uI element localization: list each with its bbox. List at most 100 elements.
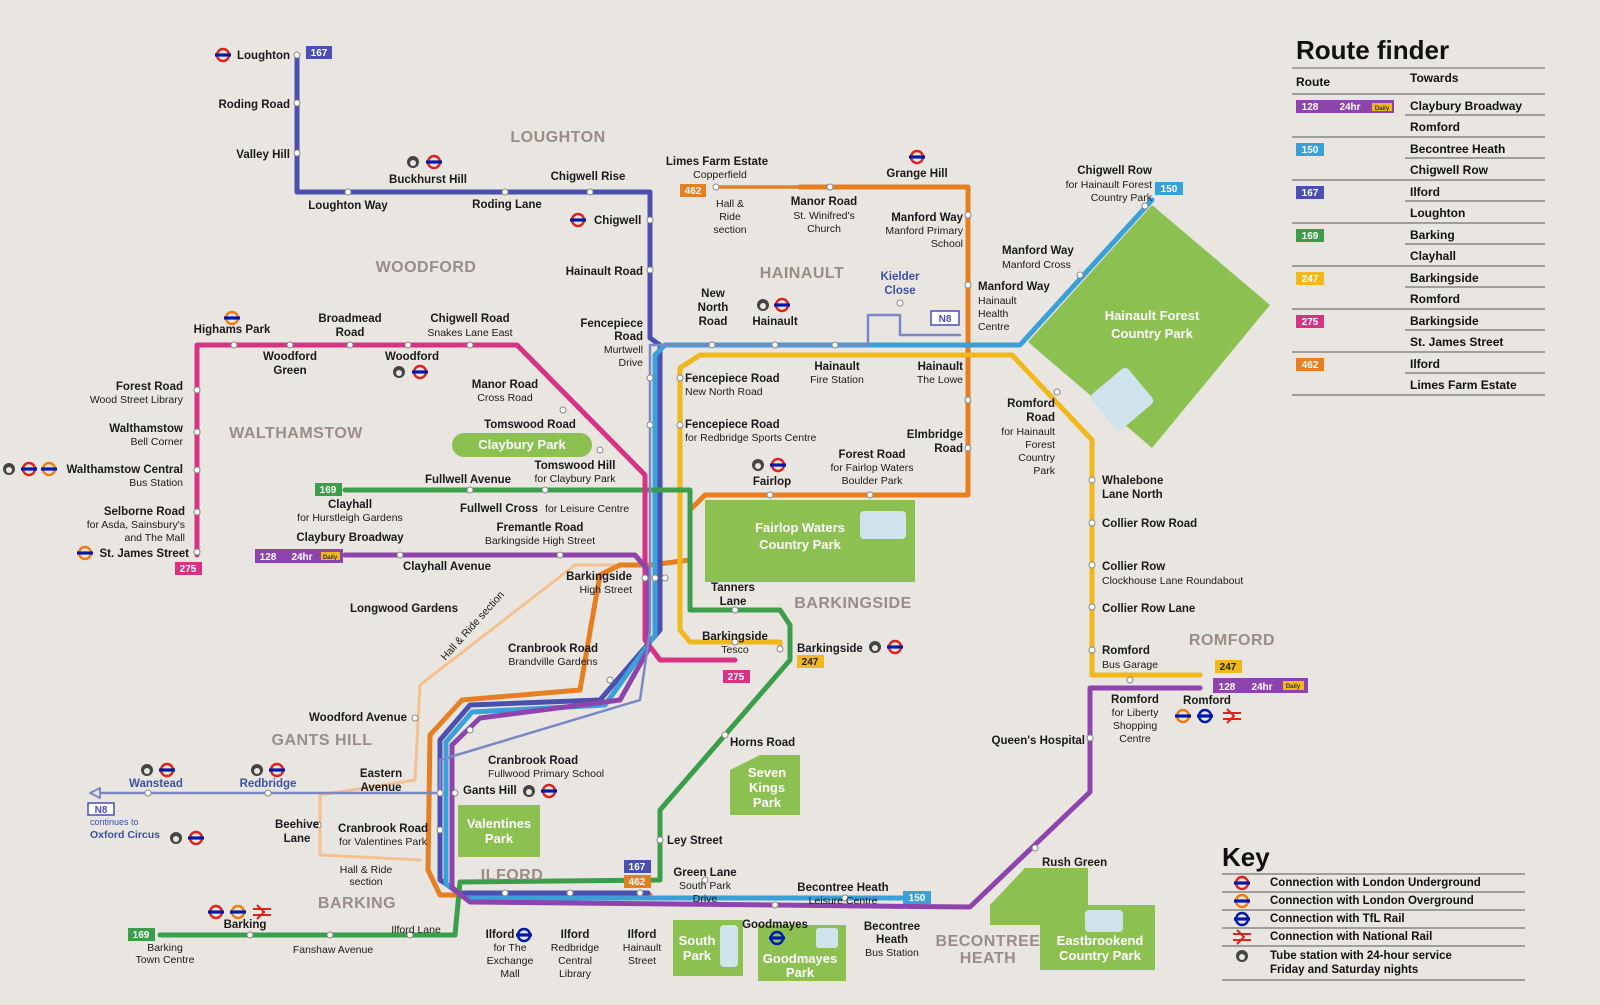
route-24hr: 24hr [1339, 102, 1360, 113]
stop-gants-hill: Gants Hill [463, 785, 517, 797]
route-col-header: Route [1296, 75, 1330, 89]
underground-roundel-icon [412, 364, 428, 380]
stop-clayhall-avenue: Clayhall Avenue [403, 561, 491, 573]
key-rows: Connection with London UndergroundConnec… [1222, 873, 1525, 981]
towards-col-header: Towards [1410, 71, 1459, 85]
stop-redbridge: Redbridge [240, 778, 297, 790]
area-gants-hill: GANTS HILL [272, 732, 373, 749]
svg-text:128: 128 [1219, 682, 1236, 693]
stop-chigwell: Chigwell [594, 215, 641, 227]
area-loughton: LOUGHTON [510, 129, 605, 146]
tube-24hr-icon [393, 366, 405, 378]
svg-text:167: 167 [629, 862, 646, 873]
stop-grange-hill: Grange Hill [886, 168, 947, 180]
stop-fullwell-avenue: Fullwell Avenue [425, 474, 511, 486]
key-label: Connection with London Underground [1270, 877, 1481, 889]
area-barking: BARKING [318, 895, 396, 912]
park-lake [720, 925, 738, 967]
svg-text:169: 169 [320, 485, 337, 496]
tube-24hr-icon [757, 299, 769, 311]
stop-longwood-gardens: Longwood Gardens [350, 603, 458, 615]
underground-roundel-icon [21, 461, 37, 477]
stop-markers [144, 51, 1149, 939]
stop-wanstead: Wanstead [129, 778, 183, 790]
park-lake [860, 511, 906, 539]
svg-text:247: 247 [802, 657, 819, 668]
towards-destination: Ilford [1410, 185, 1440, 199]
valentines-park [458, 805, 540, 857]
tube-24hr-icon [1236, 950, 1248, 962]
route-462-line[interactable] [425, 562, 653, 898]
area-walthamstow: WALTHAMSTOW [229, 425, 363, 442]
key-row: Connection with National Rail [1222, 927, 1525, 945]
underground-roundel-icon [269, 762, 285, 778]
svg-text:24hr: 24hr [291, 552, 312, 563]
tube-24hr-icon [3, 463, 15, 475]
underground-roundel-icon [188, 830, 204, 846]
underground-roundel-icon [770, 457, 786, 473]
svg-text:150: 150 [1161, 184, 1178, 195]
area-woodford: WOODFORD [376, 259, 477, 276]
underground-roundel-icon [208, 904, 224, 920]
hainault-forest-park [1028, 205, 1270, 448]
svg-text:275: 275 [180, 564, 197, 575]
underground-roundel-icon [541, 783, 557, 799]
stop-ilford-lane: Ilford Lane [391, 924, 441, 936]
area-romford: ROMFORD [1189, 632, 1275, 649]
route-n8-line[interactable] [98, 313, 962, 795]
park-lake [1090, 367, 1154, 431]
towards-destination: Romford [1410, 292, 1460, 306]
key-label: Tube station with 24-hour service [1270, 950, 1452, 962]
route-badge [1296, 143, 1324, 156]
route-275-line[interactable] [194, 342, 738, 663]
route-128-line[interactable] [342, 552, 1203, 910]
stop-claybury-broadway: Claybury Broadway [296, 532, 404, 544]
area-ilford: ILFORD [481, 867, 544, 884]
stop-rush-green: Rush Green [1042, 857, 1107, 869]
svg-text:128: 128 [260, 552, 277, 563]
stop-chigwell-rise: Chigwell Rise [551, 171, 626, 183]
towards-destination: Claybury Broadway [1410, 99, 1522, 113]
towards-destination: St. James Street [1410, 335, 1503, 349]
svg-text:462: 462 [685, 186, 702, 197]
stop-barkingside: Barkingside [797, 643, 863, 655]
overground-roundel-icon [1234, 893, 1250, 909]
svg-text:N8: N8 [95, 805, 108, 816]
route-169-line[interactable] [157, 487, 793, 938]
underground-roundel-icon [570, 212, 586, 228]
route-badge [1296, 186, 1324, 199]
national-rail-icon [1233, 929, 1251, 945]
underground-roundel-icon [1234, 875, 1250, 891]
stop-buckhurst-hill: Buckhurst Hill [389, 174, 467, 186]
overground-roundel-icon [77, 545, 93, 561]
stop-fanshaw-avenue: Fanshaw Avenue [293, 944, 374, 956]
tube-24hr-icon [141, 764, 153, 776]
key-label: Friday and Saturday nights [1270, 964, 1418, 976]
